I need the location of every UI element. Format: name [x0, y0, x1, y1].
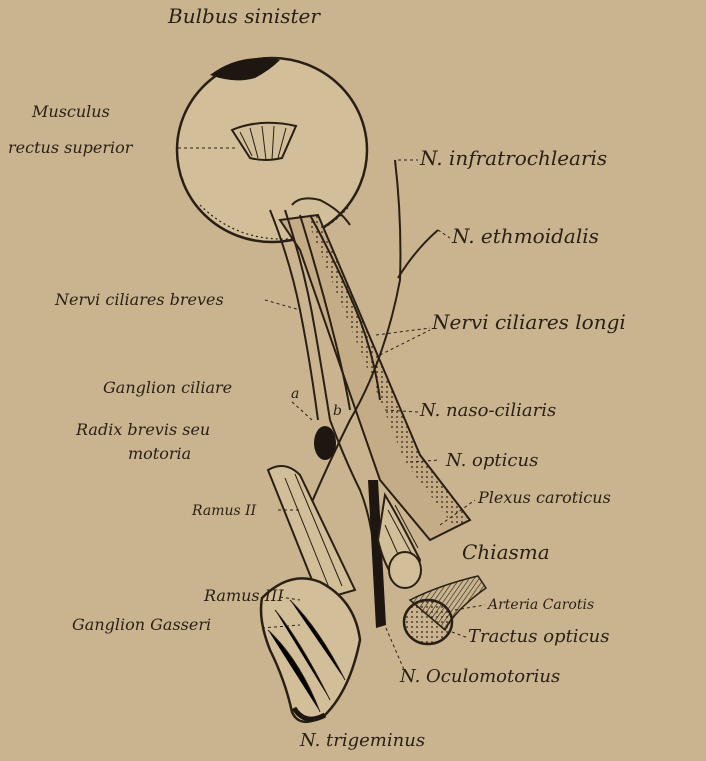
label-gasseri: Ganglion Gasseri — [72, 617, 211, 633]
ganglion-ciliare-shape — [314, 426, 336, 460]
label-tractus: Tractus opticus — [468, 628, 609, 646]
label-bulbus: Bulbus sinister — [168, 6, 320, 26]
label-ciliares-breves: Nervi ciliares breves — [55, 292, 224, 308]
label-opticus: N. opticus — [446, 452, 538, 470]
label-radix-1: Radix brevis seu — [76, 422, 210, 438]
label-ethmoidalis: N. ethmoidalis — [452, 226, 599, 246]
label-mark-a: a — [291, 387, 299, 401]
label-ramus-ii: Ramus II — [192, 504, 256, 518]
label-radix-2: motoria — [128, 446, 191, 462]
label-ganglion-ciliare: Ganglion ciliare — [103, 380, 232, 396]
label-trigeminus: N. trigeminus — [300, 732, 425, 750]
label-musculus-2: rectus superior — [8, 140, 132, 156]
label-mark-b: b — [333, 404, 342, 418]
label-chiasma: Chiasma — [462, 542, 550, 562]
label-arteria: Arteria Carotis — [488, 598, 594, 612]
label-oculomotorius: N. Oculomotorius — [400, 668, 560, 686]
label-ciliares-longi: Nervi ciliares longi — [432, 312, 626, 332]
label-plexus: Plexus caroticus — [478, 490, 611, 506]
label-infratrochlearis: N. infratrochlearis — [420, 148, 607, 168]
label-naso-ciliaris: N. naso-ciliaris — [420, 402, 556, 420]
label-ramus-iii: Ramus III — [204, 588, 284, 604]
label-musculus-1: Musculus — [32, 104, 110, 120]
